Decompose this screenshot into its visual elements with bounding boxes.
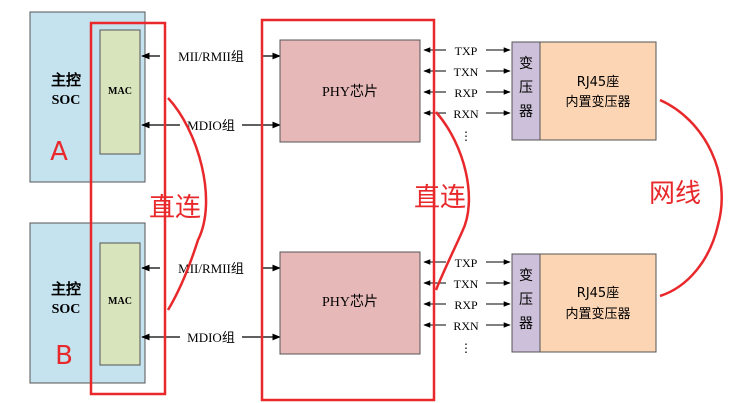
phy-label-b: PHY芯片 bbox=[322, 294, 378, 310]
phy-highlight-box bbox=[260, 18, 436, 402]
mac-label-b: MAC bbox=[108, 296, 132, 307]
soc-label-a-line1: 主控 bbox=[51, 71, 81, 89]
mac-label-a: MAC bbox=[108, 86, 132, 97]
soc-label-a-line2: SOC bbox=[52, 93, 81, 108]
transformer-char-b-1: 变 bbox=[519, 268, 533, 284]
rj45-label-b-line1: RJ45座 bbox=[577, 286, 619, 301]
phy-box-b bbox=[279, 251, 421, 355]
transformer-char-b-3: 器 bbox=[519, 316, 533, 332]
label-node-a: A bbox=[50, 137, 68, 167]
mac-highlight-box bbox=[89, 21, 167, 396]
label-direct-link-2: 直连 bbox=[414, 183, 466, 213]
mac-box-b bbox=[99, 242, 141, 366]
transformer-char-a-3: 器 bbox=[519, 104, 533, 120]
network-cable-curve bbox=[659, 98, 723, 298]
rxn-label-a: RXN bbox=[453, 107, 479, 121]
rj45-label-a-line1: RJ45座 bbox=[577, 75, 619, 90]
system-a: 主控 SOC MAC MII/RMII组 MDIO组 PHY芯片 TXP TXN… bbox=[29, 11, 657, 183]
mac-box-a bbox=[99, 29, 141, 155]
rj45-label-a-line2: 内置变压器 bbox=[565, 94, 630, 110]
label-node-b: B bbox=[55, 341, 73, 371]
txp-label-a: TXP bbox=[455, 44, 478, 58]
mii-label-b: MII/RMII组 bbox=[178, 261, 244, 276]
soc-label-b-line1: 主控 bbox=[51, 280, 81, 298]
transformer-box-b bbox=[511, 253, 541, 353]
rj45-box-a bbox=[539, 41, 657, 141]
ellipsis-a: ⋮ bbox=[460, 129, 472, 143]
mdio-label-b: MDIO组 bbox=[187, 330, 235, 345]
ellipsis-b: ⋮ bbox=[460, 341, 472, 355]
direct-link-curve-2 bbox=[434, 111, 471, 291]
rj45-box-b bbox=[539, 253, 657, 353]
rj45-label-b-line2: 内置变压器 bbox=[565, 306, 630, 322]
transformer-char-a-2: 压 bbox=[519, 80, 533, 96]
rxp-label-b: RXP bbox=[454, 298, 478, 312]
mii-label-a: MII/RMII组 bbox=[178, 49, 244, 64]
soc-label-b-line2: SOC bbox=[52, 302, 81, 317]
mdio-label-a: MDIO组 bbox=[187, 118, 235, 133]
annotations bbox=[89, 18, 723, 402]
txn-label-a: TXN bbox=[454, 65, 479, 79]
transformer-char-b-2: 压 bbox=[519, 292, 533, 308]
label-direct-link-1: 直连 bbox=[149, 193, 201, 223]
rxp-label-a: RXP bbox=[454, 86, 478, 100]
rxn-label-b: RXN bbox=[453, 319, 479, 333]
label-network-cable: 网线 bbox=[649, 179, 701, 209]
txn-label-b: TXN bbox=[454, 277, 479, 291]
system-b: 主控 SOC MAC MII/RMII组 MDIO组 PHY芯片 TXP TXN… bbox=[29, 222, 657, 384]
phy-box-a bbox=[279, 39, 421, 143]
phy-label-a: PHY芯片 bbox=[322, 84, 378, 100]
direct-link-curve-1 bbox=[166, 97, 208, 311]
transformer-char-a-1: 变 bbox=[519, 56, 533, 72]
txp-label-b: TXP bbox=[455, 256, 478, 270]
